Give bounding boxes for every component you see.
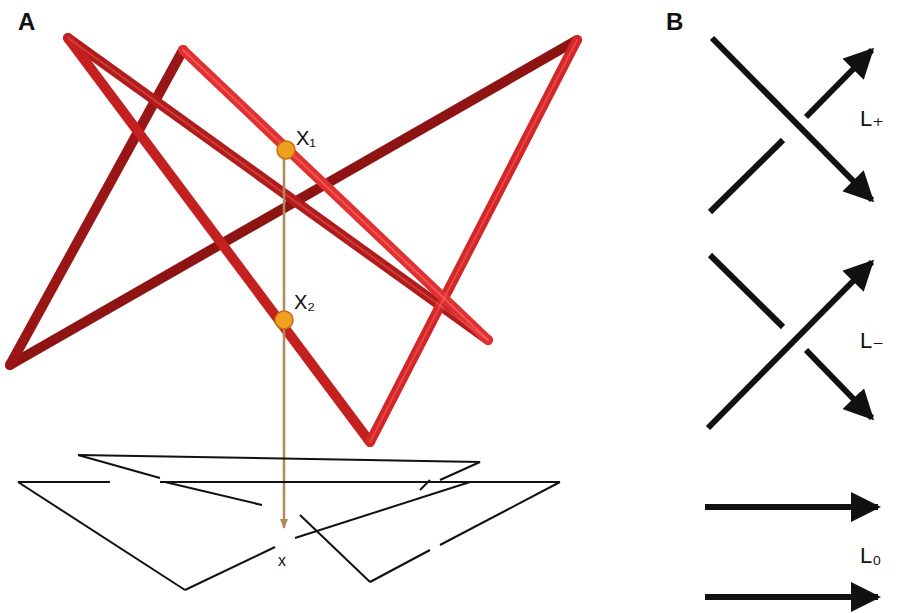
point-marker [275,311,293,329]
point-label: X₂ [294,292,315,312]
parallel-strands [705,507,878,597]
point-label: x [278,553,286,569]
panel-letter: A [18,10,35,34]
crossing-label: L₊ [860,108,884,130]
crossing-symbol [710,38,872,212]
panel-letter: B [666,10,683,34]
knot-projection [18,455,560,590]
projection-arrow [283,150,286,528]
crossing-label: L₀ [860,545,881,567]
point-label: X₁ [296,128,316,148]
crossing-symbol [708,255,872,428]
knot-tube [10,38,577,442]
point-marker [277,141,295,159]
crossing-label: L₋ [860,330,884,352]
